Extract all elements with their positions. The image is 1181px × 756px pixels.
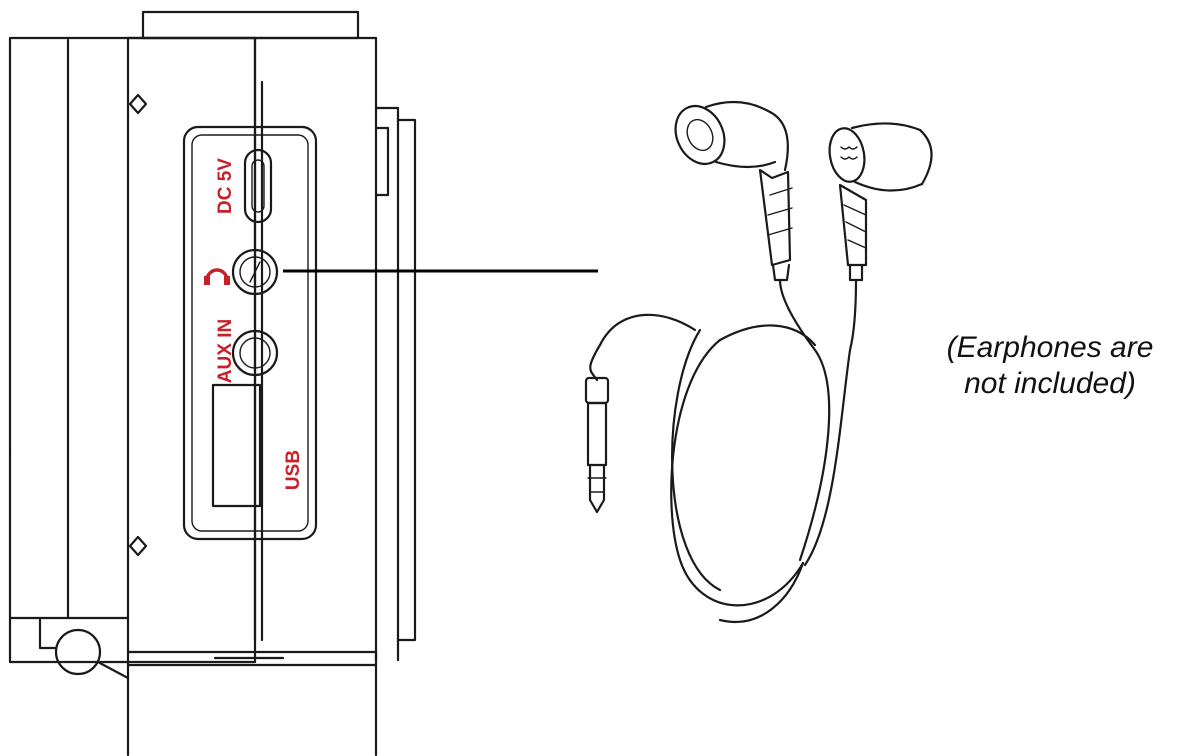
headphone-jack [231, 248, 279, 296]
dc-port [243, 148, 273, 224]
headphone-icon [204, 268, 230, 285]
earphones-not-included-note: (Earphones are not included) [925, 330, 1175, 402]
earphones [584, 100, 933, 623]
usb-port [211, 383, 262, 508]
device-side-view: DC 5V AUX IN USB [8, 10, 417, 756]
note-line-2: not included) [964, 367, 1136, 400]
port-panel [182, 125, 318, 541]
note-line-1: (Earphones are [946, 331, 1154, 364]
usb-label: USB [283, 450, 304, 490]
aux-label: AUX IN [215, 319, 236, 383]
aux-jack [231, 329, 279, 377]
dc-label: DC 5V [215, 158, 236, 214]
